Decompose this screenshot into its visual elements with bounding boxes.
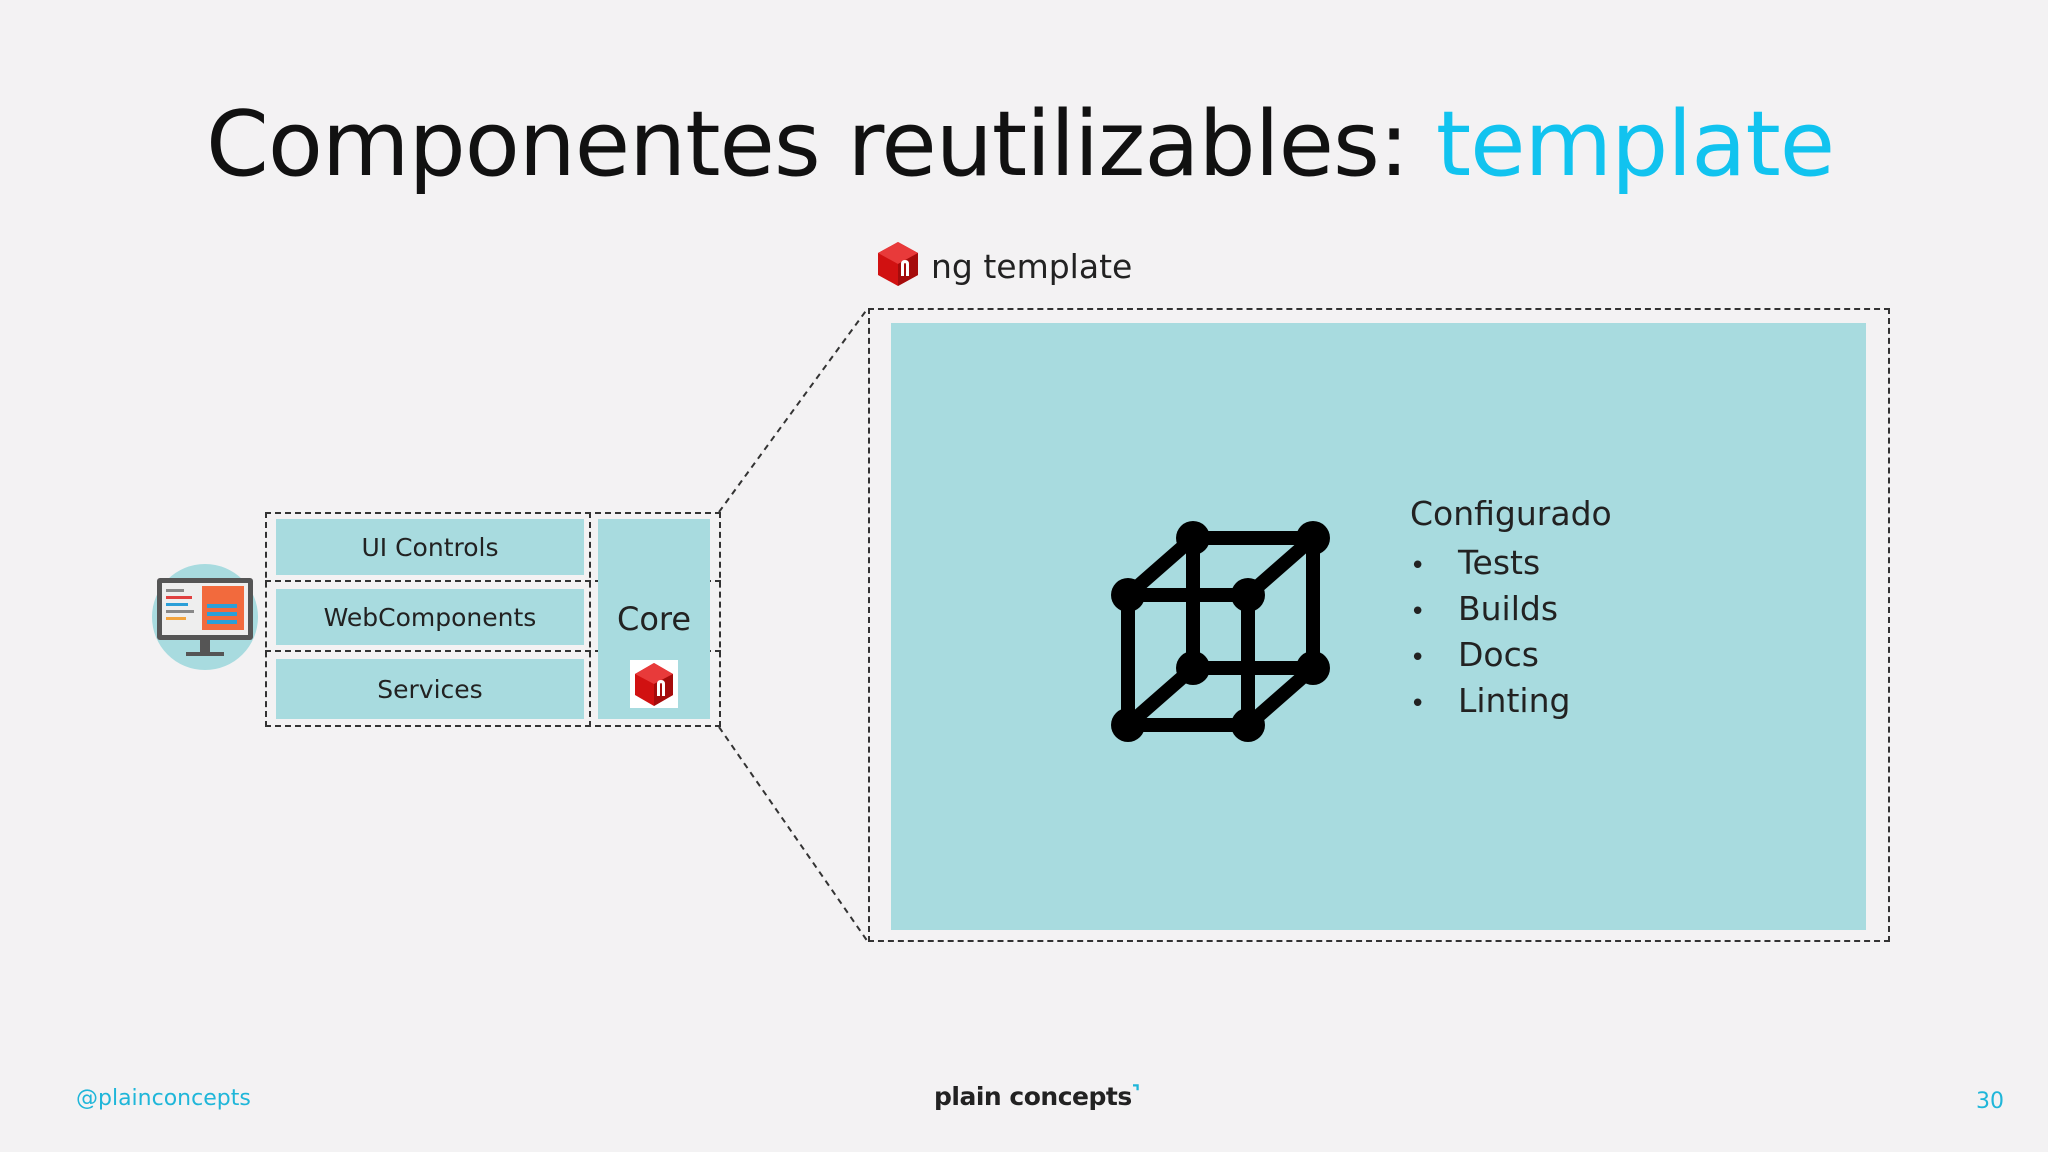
brand-logo: plain concepts⌝ (934, 1082, 1140, 1111)
services-cell: Services (276, 659, 584, 719)
row-divider (265, 650, 721, 652)
brand-mark-icon: ⌝ (1131, 1082, 1140, 1103)
list-item: •Docs (1410, 635, 1539, 674)
computer-monitor-icon (152, 564, 258, 670)
row-divider (265, 580, 721, 582)
page-number: 30 (1976, 1089, 2004, 1114)
ng-template-label: ng template (931, 247, 1133, 286)
brand-text: plain concepts (934, 1082, 1132, 1111)
list-item: •Linting (1410, 681, 1571, 720)
architecture-outline (265, 512, 721, 727)
core-label: Core (616, 600, 692, 638)
ui-controls-cell: UI Controls (276, 519, 584, 575)
webcomponents-cell: WebComponents (276, 589, 584, 645)
list-item: •Tests (1410, 543, 1541, 582)
footer-handle: @plainconcepts (76, 1086, 251, 1111)
3d-cube-icon (1111, 521, 1330, 742)
template-panel (891, 323, 1866, 930)
template-box-outline (868, 308, 1890, 942)
list-item: •Builds (1410, 589, 1559, 628)
slide-title: Componentes reutilizables: template (206, 92, 1835, 197)
core-divider (589, 512, 591, 727)
title-main: Componentes reutilizables: (206, 92, 1436, 197)
title-accent: template (1435, 92, 1835, 197)
configured-title: Configurado (1410, 494, 1612, 533)
configured-list: •Tests •Builds •Docs •Linting (1410, 540, 1570, 724)
core-ng-logo-icon (630, 660, 678, 712)
ng-logo-icon (874, 240, 922, 292)
